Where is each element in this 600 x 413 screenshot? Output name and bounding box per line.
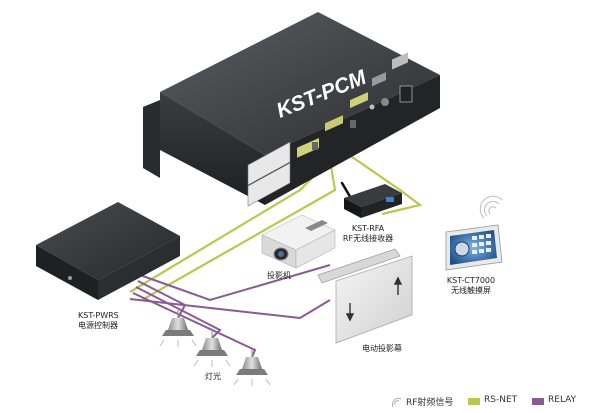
projector-side [295, 229, 336, 269]
rf-wave-icon [392, 397, 402, 408]
rear-connectors [297, 52, 413, 158]
projector-label: 投影机 [256, 271, 302, 281]
legend-relay-label: RELAY [548, 395, 577, 405]
touch-panel-label: KST-CT7000 无线触摸屏 [434, 276, 508, 296]
rf-receiver-model: KST-RFA [351, 224, 385, 233]
light-fixture-3[interactable] [233, 349, 271, 386]
screen-arrow-up-icon [393, 276, 403, 295]
projector-lens-glass [278, 251, 284, 257]
relay-cable-5 [129, 298, 331, 320]
rf-receiver-port [386, 197, 394, 202]
projector-vent [305, 220, 328, 231]
main-unit-top [160, 12, 440, 155]
rf-receiver-name: RF无线接收器 [342, 234, 394, 243]
power-controller-side [98, 236, 180, 300]
screen-label: 电动投影幕 [362, 344, 402, 354]
touch-panel-dial [454, 241, 470, 257]
power-led [68, 276, 72, 280]
touch-panel-name: 无线触摸屏 [451, 286, 491, 295]
lights-label: 灯光 [205, 372, 221, 382]
rsnet-cable-projector [141, 159, 337, 301]
rf-receiver-front [344, 198, 361, 218]
front-bay-1 [247, 141, 291, 186]
projector-name: 投影机 [267, 271, 291, 280]
rf-receiver-top [344, 184, 402, 207]
power-controller-label: KST-PWRS 电源控制器 [78, 311, 119, 331]
relay-cable-1 [139, 264, 331, 302]
main-unit-front [160, 92, 265, 205]
legend-relay-swatch [532, 398, 544, 405]
screen-arrow-down-icon [345, 303, 355, 322]
power-controller-top [36, 202, 180, 280]
rsnet-cable-rf [341, 149, 423, 216]
relay-cable-3 [135, 286, 222, 339]
screen-surface [335, 255, 413, 344]
power-controller-front [36, 245, 98, 300]
front-bay-2 [247, 162, 291, 207]
touch-panel-buttons [472, 234, 491, 254]
legend-rsnet-swatch [468, 398, 480, 405]
light-fixture-1[interactable] [159, 310, 197, 347]
relay-cable-4 [132, 292, 257, 358]
screen-housing [317, 248, 401, 284]
legend-rf-label: RF射频信号 [406, 398, 454, 408]
relay-cables [129, 264, 331, 358]
power-controller-model: KST-PWRS [78, 311, 119, 320]
legend-rsnet-label: RS-NET [484, 395, 518, 405]
projector-device[interactable] [261, 214, 336, 269]
rf-signal-icon [479, 195, 503, 219]
rf-receiver-device[interactable] [340, 181, 402, 218]
projection-screen-device[interactable] [317, 248, 413, 344]
power-controller-device[interactable] [36, 202, 180, 300]
power-controller-name: 电源控制器 [78, 321, 118, 330]
main-unit-rear [265, 75, 440, 205]
rack-ear [143, 100, 160, 178]
rf-receiver-label: KST-RFA RF无线接收器 [336, 224, 400, 244]
touch-panel-device[interactable] [445, 195, 503, 271]
screen-name: 电动投影幕 [362, 344, 402, 353]
light-fixture-2[interactable] [193, 330, 231, 367]
touch-panel-model: KST-CT7000 [446, 276, 496, 285]
main-unit-device[interactable]: KST-PCM [143, 12, 440, 207]
lights-name: 灯光 [205, 372, 221, 381]
